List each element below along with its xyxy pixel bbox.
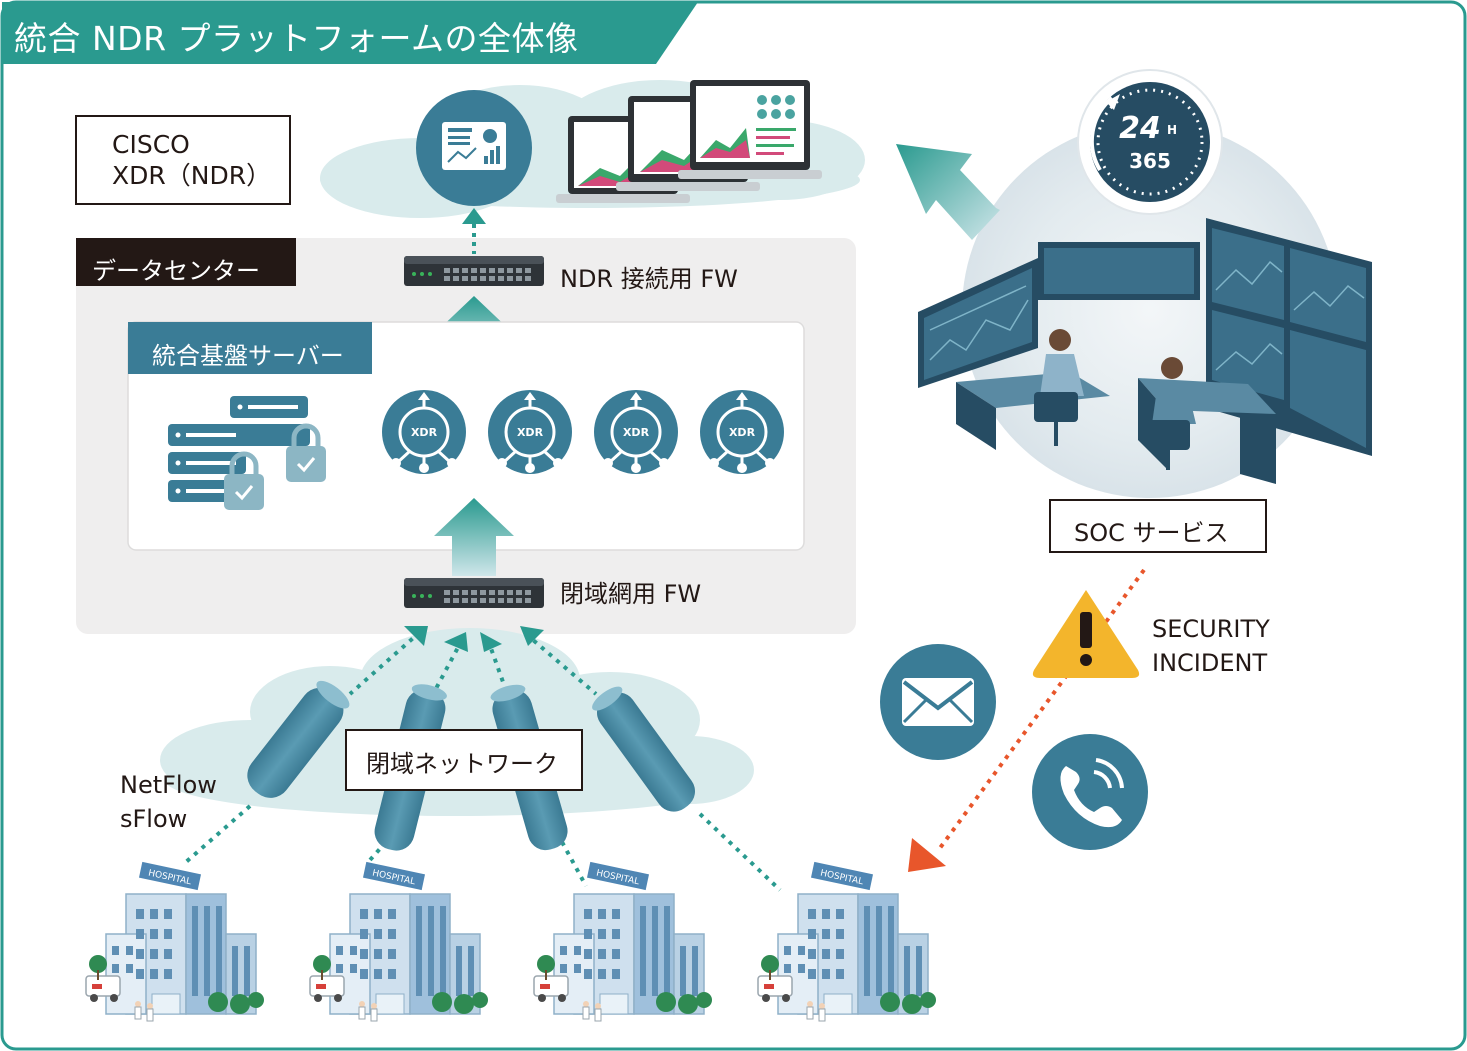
alert-link [938, 568, 1146, 850]
badge-h: H [1167, 123, 1177, 137]
xdr-node-label: XDR [411, 426, 438, 439]
server-label: 統合基盤サーバー [152, 342, 344, 370]
laptop-screens [556, 80, 822, 203]
incident-line-1: SECURITY [1152, 615, 1270, 643]
soc-label-box [1049, 499, 1267, 553]
flow-links [184, 630, 782, 892]
closed-fw-label: 閉域網用 FW [560, 580, 702, 608]
phone-icon [1032, 734, 1148, 850]
cisco-line-1: CISCO [112, 130, 190, 159]
server-stack-icon [168, 396, 326, 510]
cisco-line-2: XDR（NDR） [112, 161, 272, 190]
flow-label: NetFlow sFlow [120, 768, 217, 836]
network-label: 閉域ネットワーク [366, 750, 558, 778]
warning-icon [1032, 590, 1140, 678]
flow-line-2: sFlow [120, 805, 188, 833]
badge-24: 24 [1119, 111, 1161, 146]
incident-line-2: INCIDENT [1152, 649, 1268, 677]
xdr-node-label: XDR [517, 426, 544, 439]
cisco-box [75, 115, 291, 205]
server-tag [128, 322, 372, 374]
datacenter-label: データセンター [92, 257, 260, 285]
xdr-node-label: XDR [623, 426, 650, 439]
ndr-fw-switch [404, 256, 544, 286]
soc-label: SOC サービス [1074, 519, 1229, 547]
cisco-label: CISCO XDR（NDR） [112, 129, 271, 191]
datacenter-tag [76, 238, 296, 286]
xdr-node-label: XDR [729, 426, 756, 439]
badge-365: 365 [1129, 149, 1171, 173]
mail-icon [880, 644, 996, 760]
soc-room [918, 218, 1372, 484]
page-title: 統合 NDR プラットフォームの全体像 [14, 19, 579, 58]
dashboard-icon [416, 90, 532, 206]
flow-line-1: NetFlow [120, 771, 217, 799]
network-label-box [345, 729, 583, 791]
ndr-fw-label: NDR 接続用 FW [560, 265, 738, 293]
24h-365-badge: 24 H 365 [1077, 69, 1223, 215]
incident-label: SECURITY INCIDENT [1152, 612, 1270, 680]
soc-arrow [896, 144, 1000, 240]
closed-fw-switch [404, 578, 544, 608]
arrow-up-2 [434, 498, 514, 576]
title-banner [2, 2, 698, 64]
alert-arrowhead [908, 838, 946, 872]
